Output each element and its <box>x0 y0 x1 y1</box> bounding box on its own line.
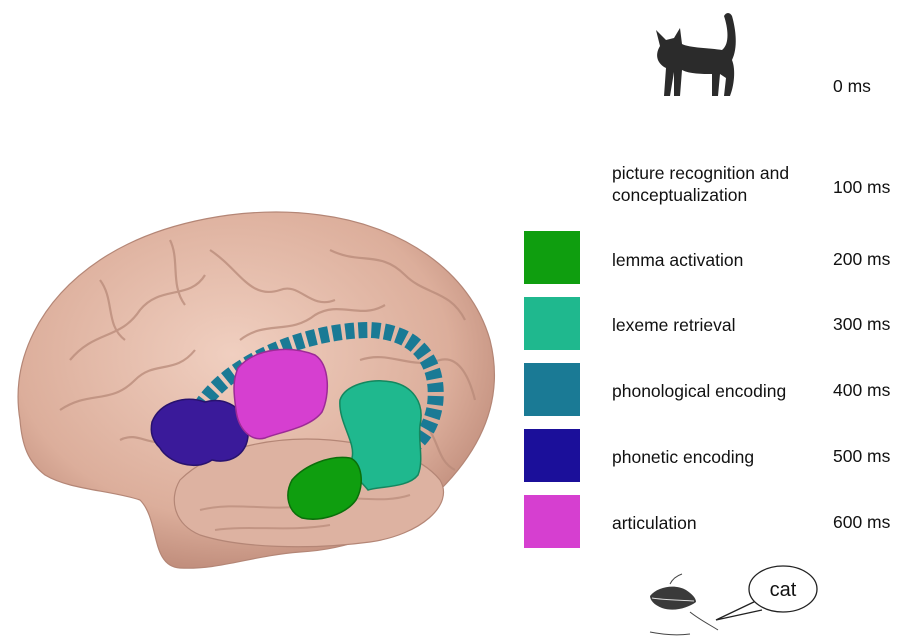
brain-illustration <box>0 190 500 580</box>
stage-time-lexeme-retrieval: 300 ms <box>833 314 890 335</box>
stage-time-phonetic-encoding: 500 ms <box>833 446 890 467</box>
stage-label-phonological-encoding: phonological encoding <box>612 380 786 402</box>
stage-label-articulation: articulation <box>612 512 697 534</box>
mouth-speech-illustration: cat <box>630 560 830 639</box>
swatch-phonological-encoding <box>524 363 580 416</box>
stage-label-phonetic-encoding: phonetic encoding <box>612 446 754 468</box>
swatch-articulation <box>524 495 580 548</box>
stage-label-picture-recognition: picture recognition and conceptualizatio… <box>612 162 822 206</box>
stage-time-lemma-activation: 200 ms <box>833 249 890 270</box>
stage-label-lexeme-retrieval: lexeme retrieval <box>612 314 736 336</box>
stage-time-picture-recognition: 100 ms <box>833 177 890 198</box>
swatch-lexeme-retrieval <box>524 297 580 350</box>
mouth-icon <box>650 587 696 610</box>
stage-time-articulation: 600 ms <box>833 512 890 533</box>
speech-word: cat <box>770 579 797 601</box>
face-outline <box>670 574 682 584</box>
stage-time-phonological-encoding: 400 ms <box>833 380 890 401</box>
chin-outline <box>650 612 718 635</box>
swatch-lemma-activation <box>524 231 580 284</box>
cat-icon <box>640 8 750 103</box>
cat-time: 0 ms <box>833 76 871 97</box>
stage-label-lemma-activation: lemma activation <box>612 249 743 271</box>
phonetic-region <box>151 399 248 465</box>
swatch-phonetic-encoding <box>524 429 580 482</box>
